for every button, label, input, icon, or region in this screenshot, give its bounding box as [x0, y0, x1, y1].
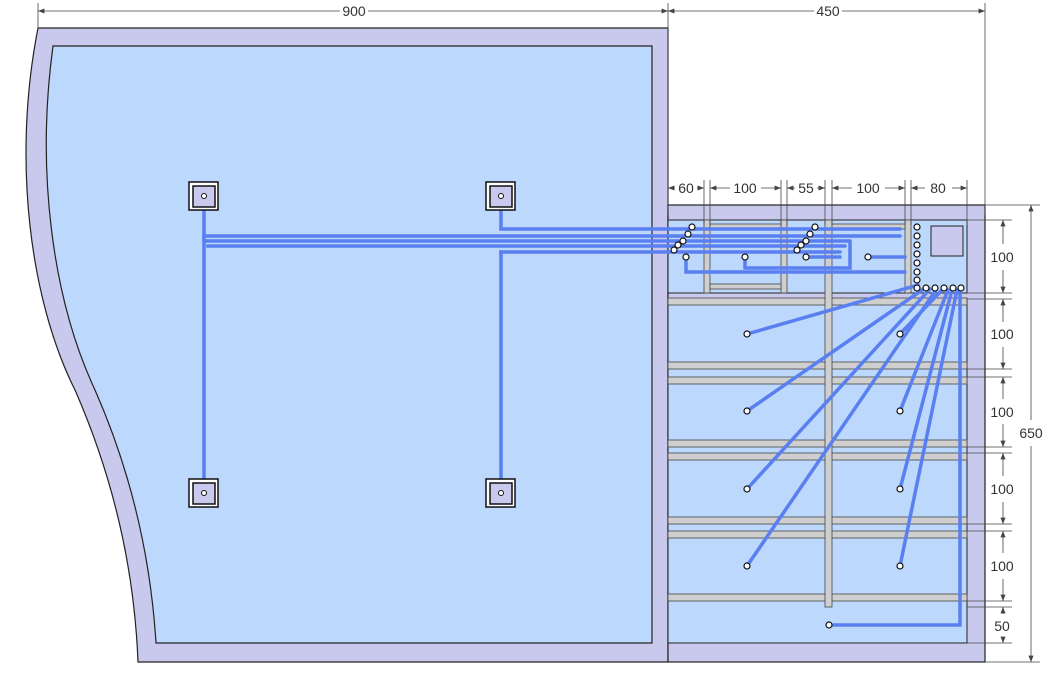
dimension-lines	[37, 3, 1040, 663]
dim-sub-100b: 100	[856, 180, 880, 196]
nozzle	[688, 223, 696, 231]
dim-sub-100a: 100	[733, 180, 757, 196]
dim-sub-80: 80	[930, 180, 946, 196]
dim-total-650: 650	[1019, 425, 1043, 441]
nozzle	[913, 223, 921, 231]
nozzle	[913, 241, 921, 249]
dim-top-450: 450	[816, 3, 840, 19]
beam	[667, 593, 968, 602]
nozzle	[896, 330, 904, 338]
nozzle	[679, 237, 687, 245]
nozzle	[922, 284, 930, 292]
beam	[667, 516, 968, 525]
beam	[667, 376, 968, 385]
nozzle	[940, 284, 948, 292]
nozzle	[913, 232, 921, 240]
dimension-labels: 900 450 60 100 55 100 80 100 100 100 100…	[342, 3, 1043, 634]
beam	[667, 530, 968, 539]
nozzle	[913, 259, 921, 267]
nozzle	[913, 284, 921, 292]
nozzle	[743, 562, 751, 570]
pipe	[745, 287, 932, 491]
side-pool-pipes	[666, 227, 962, 627]
nozzle	[743, 407, 751, 415]
fitting	[485, 478, 516, 508]
fitting	[485, 181, 516, 211]
dim-right-50: 50	[994, 618, 1010, 634]
nozzle	[913, 268, 921, 276]
main-pool-fittings	[188, 181, 516, 508]
nozzle	[741, 253, 749, 261]
nozzle	[913, 250, 921, 258]
equipment-box	[930, 225, 964, 257]
nozzle	[864, 253, 872, 261]
nozzle	[684, 230, 692, 238]
pipe	[743, 239, 852, 270]
nozzle	[896, 485, 904, 493]
side-pool-lower-water	[667, 298, 968, 644]
nozzle	[949, 284, 957, 292]
main-pool-pipes	[202, 194, 670, 495]
pipe	[898, 288, 959, 568]
nozzle	[931, 284, 939, 292]
pipe	[745, 288, 938, 568]
dim-right-100b: 100	[990, 326, 1014, 342]
divider	[824, 219, 833, 608]
nozzle	[793, 246, 801, 254]
pipe	[898, 288, 944, 336]
nozzle	[670, 246, 678, 254]
nozzle	[743, 485, 751, 493]
pipe	[898, 288, 950, 413]
dim-right-100d: 100	[990, 481, 1014, 497]
beams	[667, 297, 968, 602]
dim-sub-60: 60	[678, 180, 694, 196]
dim-top-900: 900	[342, 3, 366, 19]
beam	[667, 297, 968, 306]
dim-right-100a: 100	[990, 249, 1014, 265]
beam	[667, 439, 968, 448]
dim-right-100e: 100	[990, 558, 1014, 574]
nozzle	[743, 330, 751, 338]
pipe	[745, 283, 920, 336]
nozzle	[811, 223, 819, 231]
divider	[703, 219, 711, 294]
nozzle	[913, 276, 921, 284]
pipe	[745, 286, 927, 413]
dim-sub-55: 55	[798, 180, 814, 196]
divider	[709, 283, 782, 290]
nozzle	[682, 253, 690, 261]
divider	[780, 219, 788, 294]
nozzle	[896, 407, 904, 415]
side-pool-nozzles	[670, 223, 965, 629]
pipe	[684, 255, 907, 274]
dim-right-100c: 100	[990, 404, 1014, 420]
fitting	[188, 478, 219, 508]
nozzle	[797, 241, 805, 249]
pipe	[898, 288, 954, 491]
nozzle	[802, 253, 810, 261]
top-dividers	[703, 219, 912, 608]
nozzle	[802, 237, 810, 245]
nozzle	[806, 230, 814, 238]
nozzle	[957, 284, 965, 292]
fitting	[188, 181, 219, 211]
nozzle	[825, 621, 833, 629]
pipe	[827, 288, 962, 627]
nozzle	[674, 241, 682, 249]
nozzle	[896, 562, 904, 570]
